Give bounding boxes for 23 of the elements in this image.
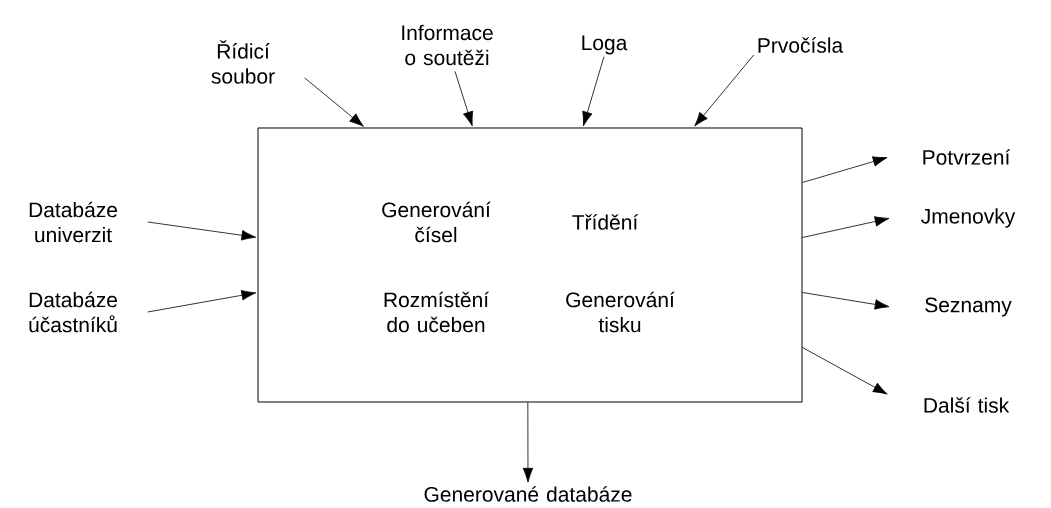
label-text: Prvočísla	[758, 37, 844, 53]
label-text: Informace o soutěži	[402, 24, 493, 66]
arrow	[802, 292, 890, 310]
arrow	[304, 77, 364, 127]
process-box: Generování čísel Třídění Rozmístění do učeben Generování tisku	[257, 127, 803, 403]
arrow	[802, 216, 890, 238]
arrow	[802, 347, 888, 395]
label-text: Seznamy	[925, 297, 1012, 317]
label-text: Řídicí soubor	[211, 40, 275, 84]
arrow	[802, 156, 888, 183]
label-text: Další tisk	[924, 397, 1010, 413]
label-text: Loga	[582, 35, 628, 55]
label-text: Databáze univerzit	[29, 201, 117, 243]
label-text: Potvrzení	[923, 149, 1011, 165]
label-text: Generované databáze	[424, 486, 632, 502]
arrow	[147, 221, 257, 241]
arrow	[694, 54, 755, 127]
arrow	[454, 71, 474, 127]
arrow	[582, 56, 605, 127]
arrow	[522, 402, 534, 483]
label-text: Jmenovky	[921, 208, 1016, 228]
label-text: Databáze účastníků	[29, 291, 117, 333]
arrow	[147, 290, 257, 313]
